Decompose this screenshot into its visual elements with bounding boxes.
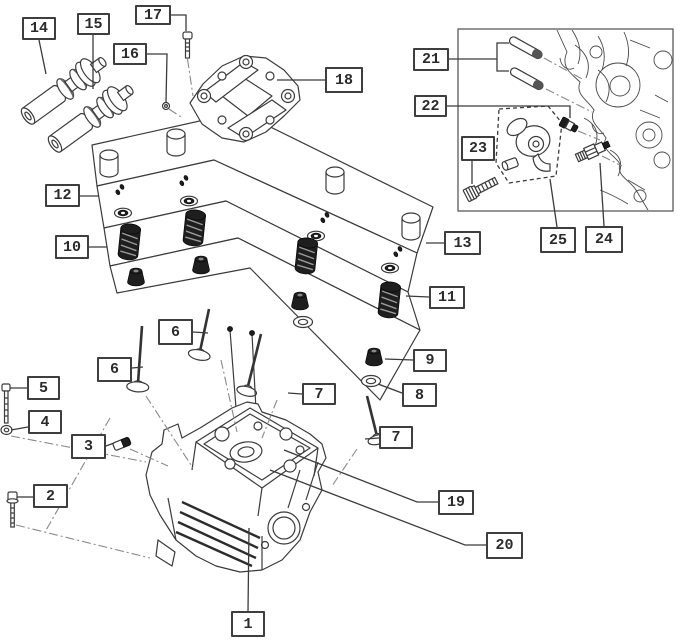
exhaust-valve-a	[236, 333, 263, 397]
leader-line-17	[171, 14, 187, 31]
bolt-17	[182, 31, 194, 97]
leader-line-6b	[192, 331, 209, 334]
inset-detail-box	[457, 28, 674, 212]
bolt-23	[462, 176, 499, 203]
dowel-pin-3	[112, 436, 132, 451]
leader-line-16	[147, 53, 168, 103]
thermostat-housing	[501, 117, 551, 172]
camshaft-holder	[189, 54, 301, 143]
plug-part-22	[558, 116, 579, 133]
intake-valve-a	[126, 325, 150, 393]
leader-line-7b	[364, 437, 380, 440]
leader-line-14	[38, 39, 47, 75]
engine-block-art	[556, 29, 673, 211]
leader-line-19	[283, 449, 438, 503]
temp-sensor-24	[574, 140, 611, 163]
valve-train-bands	[91, 111, 434, 401]
leader-line-25	[549, 178, 558, 228]
leader-line-3	[105, 442, 115, 447]
leader-line-7a	[287, 392, 303, 395]
leader-lines	[10, 14, 605, 612]
dowel-pin-16	[161, 101, 182, 118]
leader-line-20	[269, 469, 486, 546]
intake-valve-b	[187, 308, 211, 361]
leader-line-4	[10, 426, 29, 431]
leader-line-9	[384, 358, 414, 361]
leader-line-21	[496, 42, 509, 72]
leader-line-11	[405, 295, 430, 298]
leader-line-22	[447, 105, 571, 118]
leader-line-24	[599, 162, 605, 227]
cylinder-head	[145, 401, 327, 573]
leader-line-6a	[131, 366, 144, 369]
head-studs	[227, 326, 257, 411]
bolt-5	[1, 383, 11, 424]
leader-line-8	[377, 383, 403, 394]
bolt-2	[6, 491, 19, 528]
leader-line-1	[247, 527, 250, 612]
washer-4	[0, 424, 13, 436]
